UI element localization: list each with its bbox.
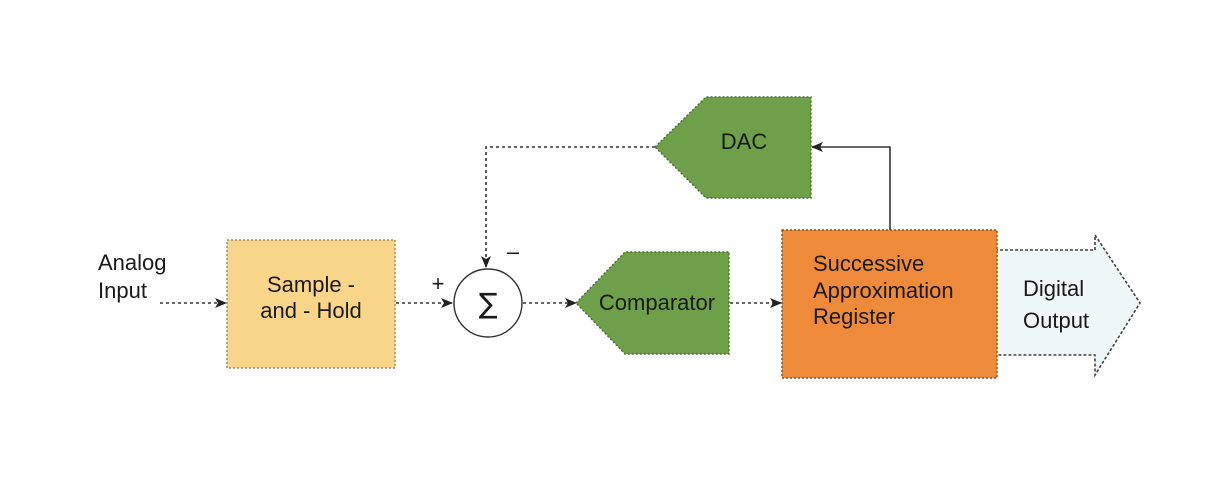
dac-block: DAC: [654, 96, 812, 199]
dac-shape: [654, 96, 812, 199]
plus-sign: +: [432, 271, 445, 296]
sar-line2: Approximation: [813, 278, 954, 303]
sample-hold-box: [226, 239, 396, 369]
sar-box: [781, 229, 998, 379]
sar-line3: Register: [813, 304, 895, 329]
minus-sign: –: [507, 239, 520, 264]
analog-input-line1: Analog: [98, 250, 167, 275]
summer-circle: [453, 268, 523, 338]
dac-label: DAC: [721, 129, 768, 154]
comparator-block: Comparator: [575, 251, 730, 355]
digital-output-line2: Output: [1023, 308, 1089, 333]
sum-symbol: ∑: [479, 287, 498, 320]
analog-input-label: Analog Input: [98, 250, 167, 303]
digital-output-shape: [989, 232, 1141, 378]
digital-output-arrow: Digital Output: [989, 232, 1141, 378]
comparator-shape: [575, 251, 730, 355]
wire-sar-to-dac: [811, 142, 891, 230]
sample-hold-line1: Sample -: [267, 272, 355, 297]
sar-line1: Successive: [813, 251, 924, 276]
sample-hold-block: Sample - and - Hold: [226, 239, 396, 369]
analog-input-line2: Input: [98, 278, 147, 303]
digital-output-line1: Digital: [1023, 276, 1084, 301]
sample-hold-line2: and - Hold: [260, 298, 362, 323]
wire-dac-to-summer: [481, 146, 655, 268]
comparator-label: Comparator: [599, 290, 715, 315]
sar-block: Successive Approximation Register: [781, 229, 998, 379]
summing-junction: ∑ + –: [432, 239, 523, 338]
